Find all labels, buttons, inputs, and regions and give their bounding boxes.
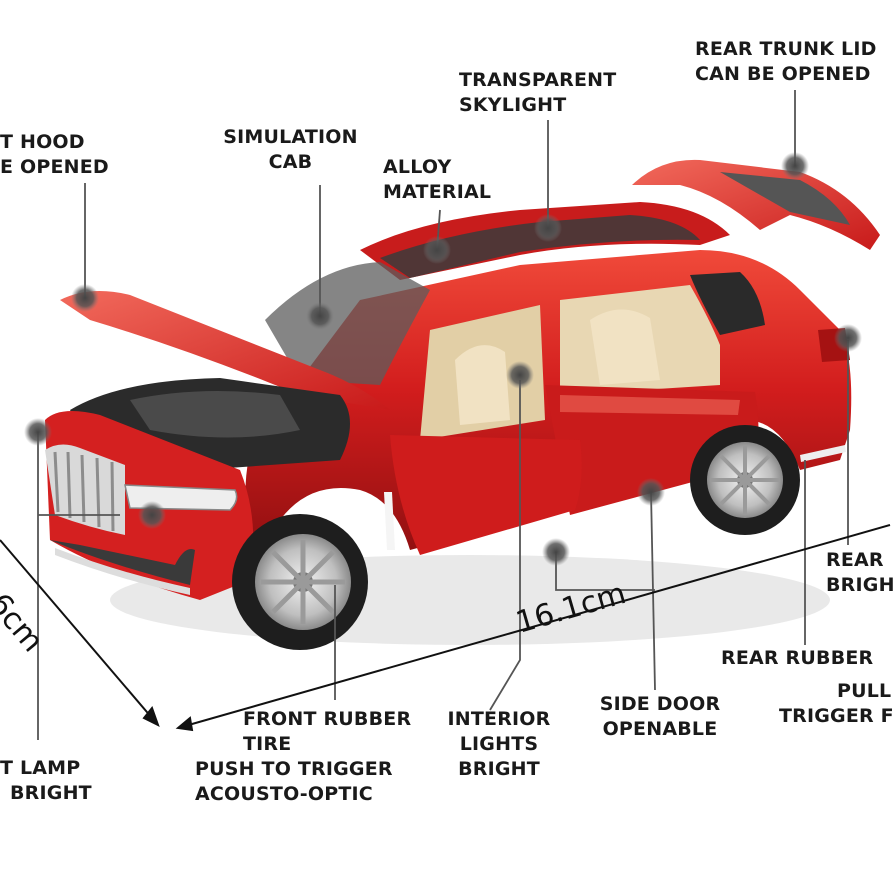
hood [60,291,390,410]
trunk-lid [632,159,880,250]
rear-seat [590,309,660,385]
windshield [265,262,430,385]
front-seat [455,345,510,425]
label-rear-rubber: REAR RUBBER [721,647,874,669]
marker-dots [24,152,862,566]
label-skylight: TRANSPARENT SKYLIGHT [459,69,617,116]
trunk-glass [720,172,850,225]
label-front-tire: FRONT RUBBER TIRE PUSH TO TRIGGER ACOUST… [195,708,412,805]
rear-window [690,272,765,335]
label-rear-light: REAR BRIGH [826,549,895,596]
rear-chrome-trim [800,445,846,462]
label-pull-trigger: PULL TRIGGER F [779,680,894,727]
label-interior-lights: INTERIOR LIGHTS BRIGHT [447,708,551,780]
front-door [390,435,582,555]
front-bumper [50,540,195,585]
label-hood: T HOOD E OPENED [0,131,109,178]
bumper-trim [55,548,190,595]
kidney-grille [45,444,125,535]
skylight-glass [380,215,700,278]
label-alloy: ALLOY MATERIAL [383,156,492,203]
front-door-trim [384,492,395,550]
rear-door [545,385,759,515]
engine-cover [130,391,300,438]
rear-wheel [690,425,800,535]
length-dimension-arrow [175,524,891,732]
label-cab: SIMULATION CAB [223,126,358,173]
label-trunk: REAR TRUNK LID CAN BE OPENED [695,38,877,85]
rear-door-shine [560,395,740,415]
front-wheel [232,514,368,650]
label-lamp: T LAMP BRIGHT [0,757,92,804]
label-side-door: SIDE DOOR OPENABLE [599,693,721,740]
width-dimension-arrow [0,539,160,728]
